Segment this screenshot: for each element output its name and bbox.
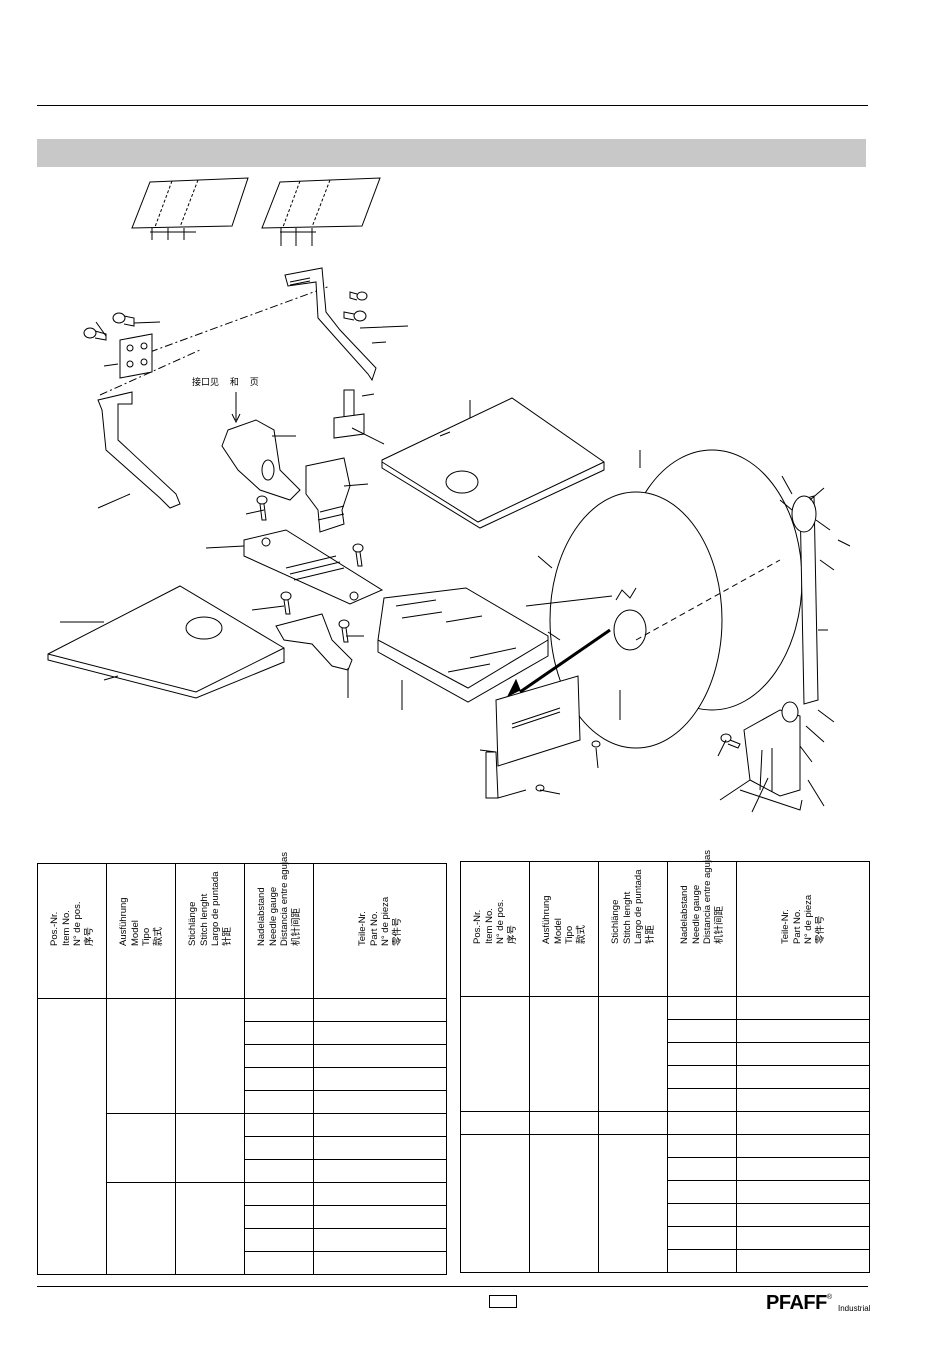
table-row	[461, 1180, 870, 1204]
brand-subtitle: Industrial	[838, 1304, 871, 1313]
table-row	[38, 1159, 447, 1183]
brand-logo: PFAFF®	[766, 1292, 832, 1315]
cover-plate-left	[47, 585, 285, 699]
table-row	[38, 1113, 447, 1183]
table-row	[461, 1203, 870, 1227]
cover-plate-right	[381, 397, 605, 529]
connection-note: 接口见 和 页	[192, 375, 267, 388]
brand-name: PFAFF	[766, 1292, 827, 1314]
table-row	[460, 996, 870, 1112]
seam-sample-left	[131, 177, 249, 240]
bracket-plate	[119, 333, 153, 379]
edge-guide-upper	[284, 267, 377, 382]
mounting-plate	[485, 675, 581, 799]
guide-base	[377, 587, 549, 703]
table-row	[38, 1251, 447, 1275]
needle-plate	[243, 529, 384, 605]
presser-foot-right	[305, 457, 351, 533]
header-pos: Pos.-Nr.Item No.N° de pos.序号	[472, 899, 518, 944]
brand-reg: ®	[826, 1294, 832, 1301]
table-row	[37, 998, 447, 1275]
spool-stand	[739, 487, 831, 811]
note-text-2: 和	[229, 378, 239, 388]
table-row	[38, 1205, 447, 1229]
table-row	[461, 1065, 870, 1089]
table-row	[38, 1021, 447, 1045]
edge-guide-lower	[97, 391, 181, 509]
table-row	[38, 1044, 447, 1068]
screws	[83, 291, 741, 792]
note-text-1: 接口见	[192, 378, 220, 388]
table-row	[461, 1157, 870, 1181]
needle-clamp	[333, 389, 365, 439]
page-number-box	[489, 1295, 517, 1308]
presser-foot	[221, 392, 301, 501]
table-row	[460, 1111, 870, 1135]
table-row	[461, 1249, 870, 1273]
spool-discs	[506, 449, 803, 749]
exploded-parts-drawing	[47, 177, 851, 813]
header-pos: Pos.-Nr.Item No.N° de pos.序号	[49, 901, 95, 946]
header-rule	[37, 105, 868, 106]
note-text-3: 页	[249, 378, 259, 388]
table-row	[38, 1182, 447, 1275]
section-title-bar	[37, 139, 866, 167]
seam-sample-right	[261, 177, 381, 246]
table-row	[461, 1088, 870, 1112]
footer-rule	[37, 1286, 868, 1287]
table-row	[460, 1134, 870, 1273]
